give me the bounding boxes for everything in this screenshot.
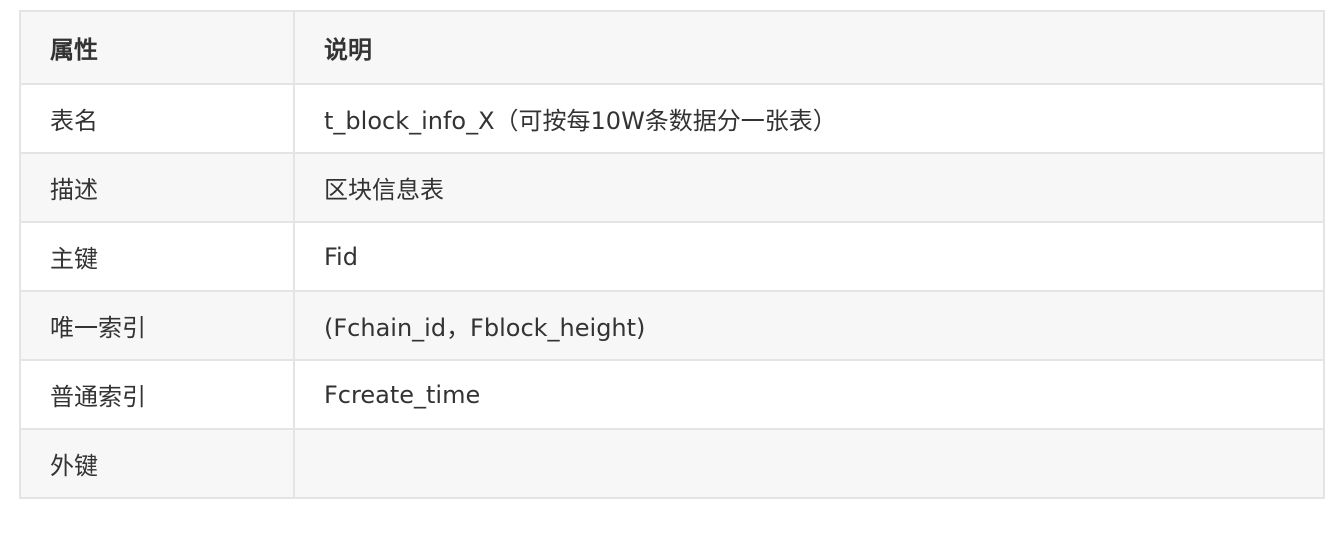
cell-description: Fcreate_time — [293, 359, 1325, 430]
cell-attribute: 普通索引 — [19, 359, 295, 430]
table-header: 属性 说明 — [19, 10, 1325, 85]
cell-attribute: 描述 — [19, 152, 295, 223]
table-container: 属性 说明 表名 t_block_info_X（可按每10W条数据分一张表） 描… — [19, 10, 1325, 499]
table-row: 外键 — [19, 428, 1325, 499]
header-row: 属性 说明 — [19, 10, 1325, 85]
table-row: 主键 Fid — [19, 221, 1325, 292]
header-attribute: 属性 — [19, 10, 295, 85]
table-schema-table: 属性 说明 表名 t_block_info_X（可按每10W条数据分一张表） 描… — [19, 10, 1325, 499]
cell-attribute: 主键 — [19, 221, 295, 292]
cell-description: t_block_info_X（可按每10W条数据分一张表） — [293, 83, 1325, 154]
cell-description: (Fchain_id，Fblock_height) — [293, 290, 1325, 361]
table-body: 表名 t_block_info_X（可按每10W条数据分一张表） 描述 区块信息… — [19, 83, 1325, 499]
table-row: 唯一索引 (Fchain_id，Fblock_height) — [19, 290, 1325, 361]
cell-attribute: 外键 — [19, 428, 295, 499]
header-description: 说明 — [293, 10, 1325, 85]
table-row: 描述 区块信息表 — [19, 152, 1325, 223]
table-row: 普通索引 Fcreate_time — [19, 359, 1325, 430]
cell-attribute: 唯一索引 — [19, 290, 295, 361]
cell-description — [293, 428, 1325, 499]
cell-description: Fid — [293, 221, 1325, 292]
table-row: 表名 t_block_info_X（可按每10W条数据分一张表） — [19, 83, 1325, 154]
cell-attribute: 表名 — [19, 83, 295, 154]
cell-description: 区块信息表 — [293, 152, 1325, 223]
